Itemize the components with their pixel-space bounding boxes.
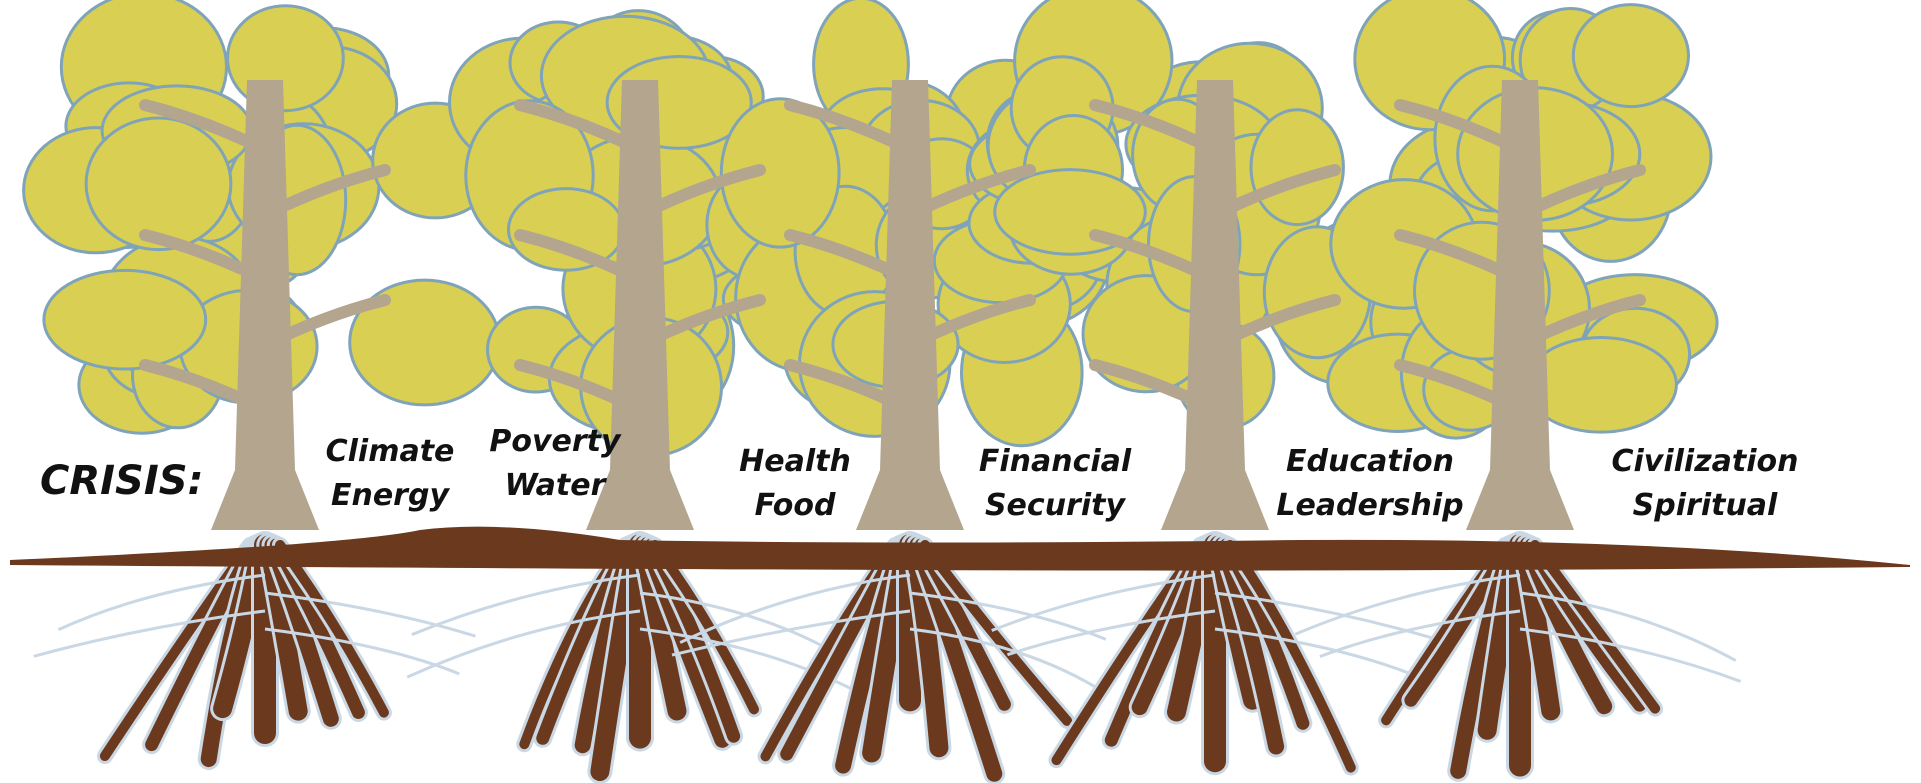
crisis-heading: CRISIS: — [40, 458, 204, 504]
crisis-label-5: Education Leadership — [1255, 440, 1485, 528]
tree-roots — [992, 545, 1451, 768]
label-line-2: Energy — [305, 474, 475, 518]
label-line-1: Poverty — [480, 420, 630, 464]
crisis-label-4: Financial Security — [960, 440, 1150, 528]
crisis-label-6: Civilization Spiritual — [1595, 440, 1815, 528]
label-line-2: Spiritual — [1595, 484, 1815, 528]
label-line-2: Water — [480, 464, 630, 508]
label-line-2: Leadership — [1255, 484, 1485, 528]
crisis-label-3: Health Food — [715, 440, 875, 528]
tree-roots — [34, 545, 476, 759]
root-layer — [34, 545, 1741, 774]
label-line-1: Health — [715, 440, 875, 484]
crisis-label-1: Climate Energy — [305, 430, 475, 518]
label-line-2: Food — [715, 484, 875, 528]
label-line-1: Climate — [305, 430, 475, 474]
label-line-1: Civilization — [1595, 440, 1815, 484]
ground-layer — [10, 527, 1910, 571]
crisis-label-2: Poverty Water — [480, 420, 630, 508]
label-line-1: Financial — [960, 440, 1150, 484]
label-line-1: Education — [1255, 440, 1485, 484]
ground-line — [10, 527, 1910, 571]
label-line-2: Security — [960, 484, 1150, 528]
